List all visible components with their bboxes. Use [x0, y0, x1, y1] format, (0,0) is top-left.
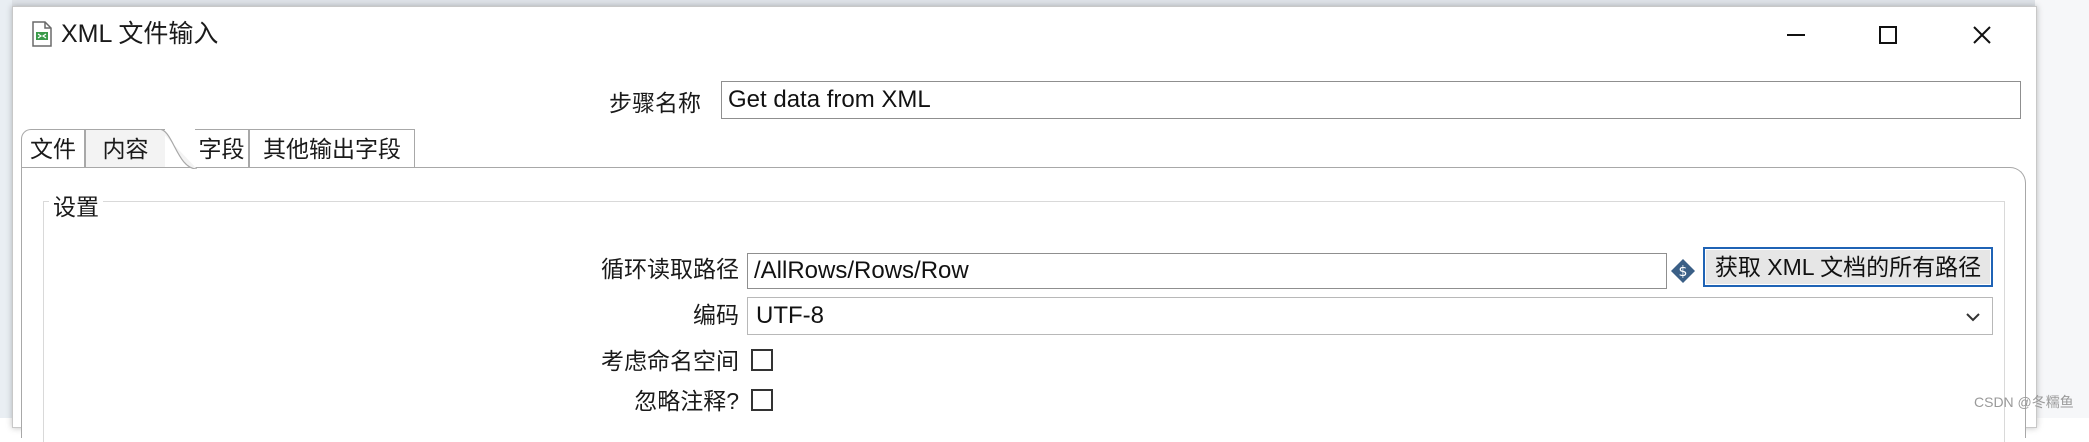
background-right-panel	[2035, 0, 2089, 418]
variable-icon[interactable]: $	[1669, 257, 1697, 285]
namespace-label: 考虑命名空间	[601, 348, 739, 374]
namespace-checkbox[interactable]	[751, 349, 773, 371]
settings-group-title: 设置	[49, 191, 103, 223]
get-all-xml-paths-button[interactable]: 获取 XML 文档的所有路径	[1703, 247, 1993, 287]
tab-additional-output-fields[interactable]: 其他输出字段	[249, 129, 415, 167]
settings-group	[43, 201, 2005, 442]
maximize-icon	[1879, 26, 1897, 44]
xml-input-dialog: XML 文件输入 步骤名称 Get data from XML 文件 内容 字段…	[12, 6, 2037, 442]
tab-file[interactable]: 文件	[21, 129, 85, 167]
ignore-comments-label: 忽略注释?	[634, 388, 739, 414]
close-icon	[1973, 26, 1991, 44]
title-bar: XML 文件输入	[13, 7, 2036, 61]
background-left-panel	[0, 0, 12, 418]
maximize-button[interactable]	[1845, 15, 1931, 55]
encoding-label: 编码	[693, 302, 739, 328]
encoding-select[interactable]: UTF-8	[747, 297, 1993, 335]
svg-text:$: $	[1679, 264, 1688, 280]
watermark-text: CSDN @冬糯鱼	[1974, 394, 2074, 410]
chevron-down-icon	[1966, 313, 1980, 322]
step-name-label: 步骤名称	[609, 90, 701, 116]
minimize-icon	[1787, 34, 1805, 36]
background-toolbar	[12, 0, 2089, 8]
close-button[interactable]	[1939, 15, 2025, 55]
step-name-input[interactable]: Get data from XML	[721, 81, 2021, 119]
ignore-comments-checkbox[interactable]	[751, 389, 773, 411]
minimize-button[interactable]	[1753, 15, 1839, 55]
loop-path-input[interactable]: /AllRows/Rows/Row	[747, 253, 1667, 289]
tab-content[interactable]: 内容	[85, 129, 165, 167]
tab-curve-divider	[159, 129, 198, 169]
encoding-value: UTF-8	[756, 302, 824, 329]
tab-fields[interactable]: 字段	[195, 129, 249, 167]
dialog-title: XML 文件输入	[61, 20, 219, 48]
xml-file-icon	[32, 21, 52, 47]
loop-path-label: 循环读取路径	[601, 256, 739, 282]
